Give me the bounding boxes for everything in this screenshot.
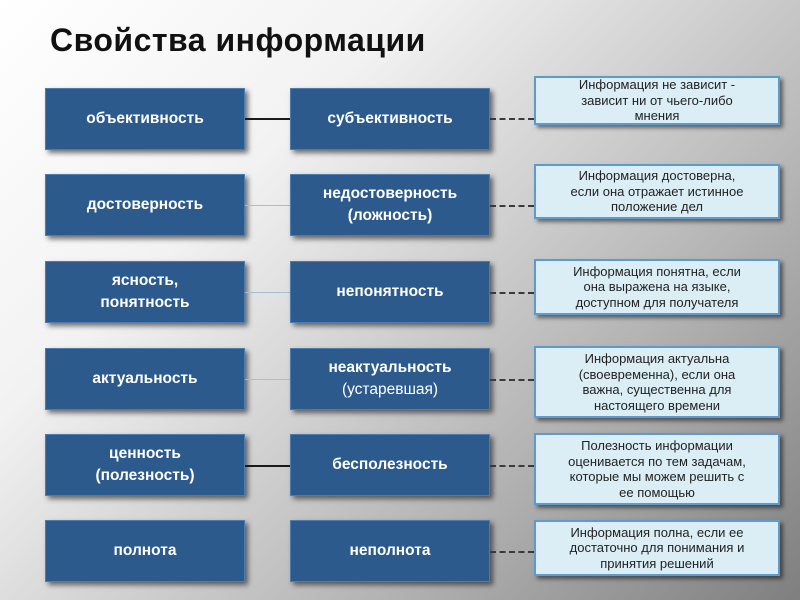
antonym-box-incompleteness: неполнота	[290, 520, 490, 582]
note-box-value: Полезность информации оценивается по тем…	[534, 433, 780, 505]
antonym-box-unclarity: непонятность	[290, 261, 490, 323]
dashed-connector	[490, 465, 534, 467]
antonym-box-uselessness: бесполезность	[290, 434, 490, 496]
connector-line	[245, 465, 290, 467]
antonym-label: недостоверность (ложность)	[322, 185, 458, 224]
connector-line	[245, 379, 290, 380]
dashed-connector	[490, 551, 534, 553]
antonym-label: бесполезность	[332, 456, 448, 473]
note-box-reliability: Информация достоверна, если она отражает…	[534, 164, 780, 219]
connector-line	[245, 205, 290, 206]
connector-line	[245, 118, 290, 120]
property-box-objectivity: объективность	[45, 88, 245, 150]
property-box-reliability: достоверность	[45, 174, 245, 236]
antonym-label: неактуальность	[328, 359, 452, 376]
property-box-completeness: полнота	[45, 520, 245, 582]
note-box-clarity: Информация понятна, если она выражена на…	[534, 259, 780, 315]
note-box-actuality: Информация актуальна (своевременна), есл…	[534, 346, 780, 418]
antonym-box-irrelevance: неактуальность (устаревшая)	[290, 348, 490, 410]
property-label: достоверность	[86, 196, 204, 213]
connector-line	[245, 292, 290, 293]
antonym-sublabel: (устаревшая)	[341, 381, 439, 398]
slide-title: Свойства информации	[50, 22, 426, 58]
property-label: полнота	[113, 542, 177, 559]
property-label: объективность	[86, 110, 204, 127]
property-label: ценность (полезность)	[95, 445, 195, 484]
antonym-label: неполнота	[349, 542, 431, 559]
property-label: ясность, понятность	[100, 272, 190, 311]
dashed-connector	[490, 205, 534, 207]
property-box-clarity: ясность, понятность	[45, 261, 245, 323]
note-box-completeness: Информация полна, если ее достаточно для…	[534, 520, 780, 576]
dashed-connector	[490, 292, 534, 294]
antonym-label: непонятность	[336, 283, 444, 300]
antonym-box-subjectivity: субъективность	[290, 88, 490, 150]
antonym-box-unreliability: недостоверность (ложность)	[290, 174, 490, 236]
dashed-connector	[490, 379, 534, 381]
property-box-value: ценность (полезность)	[45, 434, 245, 496]
antonym-label: субъективность	[327, 110, 453, 127]
property-box-actuality: актуальность	[45, 348, 245, 410]
property-label: актуальность	[92, 370, 198, 387]
dashed-connector	[490, 118, 534, 120]
note-box-objectivity: Информация не зависит - зависит ни от чь…	[534, 76, 780, 125]
